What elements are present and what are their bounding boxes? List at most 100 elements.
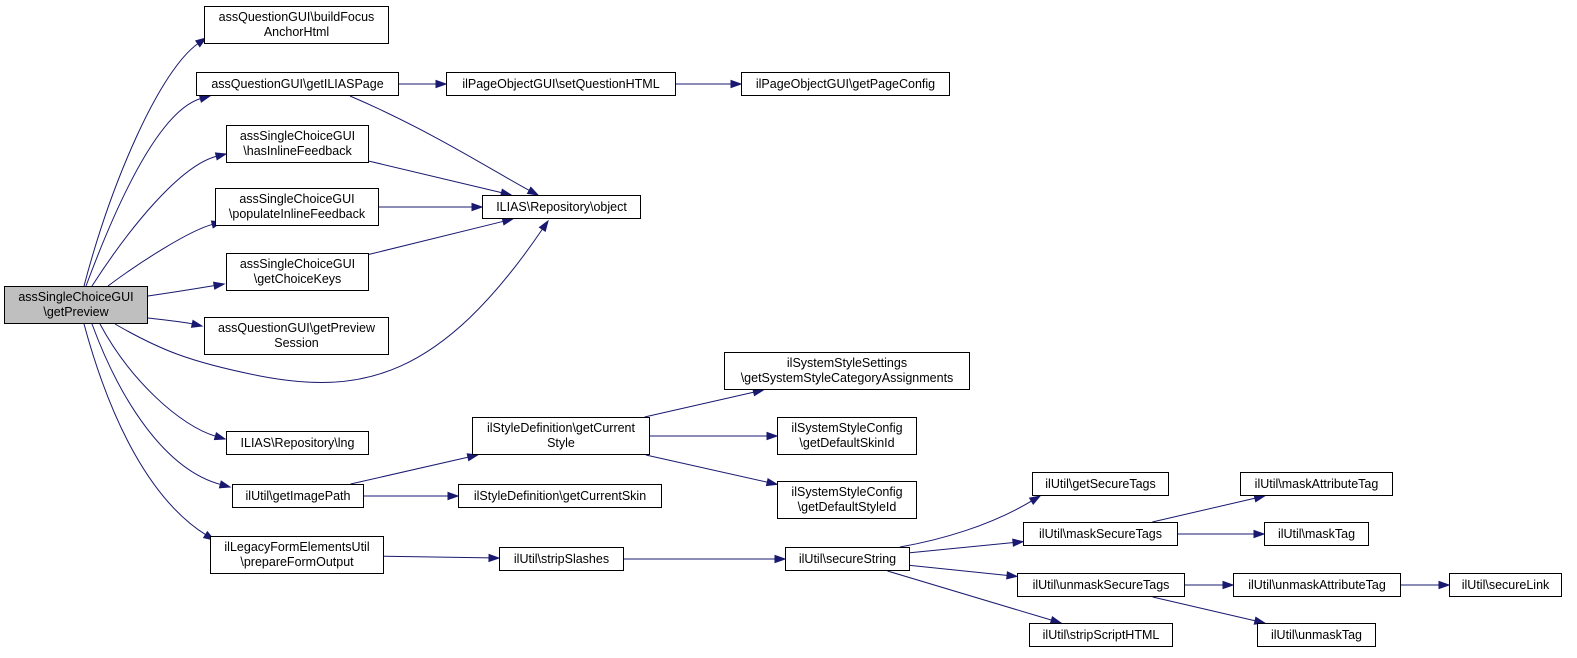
edge-has-inline-feedback-to-repo-object	[368, 160, 503, 194]
node-get-choice-keys[interactable]: assSingleChoiceGUI\getChoiceKeys	[226, 253, 369, 291]
edge-root-to-repo-object	[114, 228, 544, 383]
edge-unmask-attribute-tag-to-secure-link-arrowhead	[1438, 580, 1451, 590]
node-label-line: ilSystemStyleConfig	[791, 485, 903, 499]
edge-get-choice-keys-to-repo-object-arrowhead	[501, 217, 515, 226]
edge-root-to-repo-lng	[99, 323, 217, 437]
edge-mask-secure-tags-to-mask-tag-arrowhead	[1253, 529, 1266, 539]
edge-prepare-form-output-to-strip-slashes-arrowhead	[488, 553, 501, 563]
node-label-line: ilUtil\maskSecureTags	[1039, 526, 1162, 541]
node-mask-tag[interactable]: ilUtil\maskTag	[1264, 522, 1369, 546]
node-label-line: ilPageObjectGUI\setQuestionHTML	[462, 76, 660, 91]
node-label-line: ilUtil\getSecureTags	[1045, 476, 1156, 491]
node-label-line: AnchorHtml	[263, 25, 330, 39]
node-get-secure-tags[interactable]: ilUtil\getSecureTags	[1032, 472, 1169, 496]
edge-root-to-get-preview-session	[147, 317, 194, 325]
edge-unmask-secure-tags-to-unmask-tag	[1152, 596, 1257, 622]
node-label-line: ilLegacyFormElementsUtil	[224, 540, 370, 554]
node-strip-script-html[interactable]: ilUtil\stripScriptHTML	[1029, 623, 1173, 647]
node-label-line: ilPageObjectGUI\getPageConfig	[755, 76, 936, 91]
edge-get-current-style-to-default-skin-id-arrowhead	[766, 431, 779, 441]
node-label-line: \getPreview	[43, 305, 109, 319]
node-label-line: ilUtil\maskAttributeTag	[1254, 476, 1379, 491]
edge-root-to-populate-inline-feedback	[107, 223, 214, 287]
edge-root-to-repo-lng-arrowhead	[213, 432, 227, 441]
node-label-line: \hasInlineFeedback	[243, 144, 352, 158]
node-label-line: assQuestionGUI\buildFocus	[218, 10, 375, 24]
node-label-line: \populateInlineFeedback	[228, 207, 366, 221]
node-set-question-html[interactable]: ilPageObjectGUI\setQuestionHTML	[446, 72, 676, 96]
node-label-line: ilUtil\stripSlashes	[513, 551, 610, 566]
node-label-line: \prepareFormOutput	[240, 555, 354, 569]
edge-root-to-build-focus-arrowhead	[194, 37, 208, 48]
node-label-line: ilUtil\getImagePath	[245, 488, 351, 503]
node-label-line: assSingleChoiceGUI	[239, 257, 356, 271]
node-unmask-tag[interactable]: ilUtil\unmaskTag	[1257, 623, 1376, 647]
node-label-line: \getDefaultSkinId	[799, 436, 895, 450]
node-repo-object[interactable]: ILIAS\Repository\object	[482, 195, 641, 219]
node-label-line: ilStyleDefinition\getCurrent	[487, 421, 635, 435]
node-label-line: ilUtil\unmaskSecureTags	[1032, 577, 1170, 592]
node-secure-link[interactable]: ilUtil\secureLink	[1449, 573, 1562, 597]
node-label-line: ILIAS\Repository\lng	[240, 435, 355, 450]
node-label-line: ilUtil\stripScriptHTML	[1042, 627, 1160, 642]
edge-root-to-get-image-path-arrowhead	[218, 480, 232, 489]
node-unmask-secure-tags[interactable]: ilUtil\unmaskSecureTags	[1017, 573, 1185, 597]
node-unmask-attribute-tag[interactable]: ilUtil\unmaskAttributeTag	[1233, 573, 1401, 597]
edge-root-to-has-inline-feedback-arrowhead	[214, 152, 228, 161]
node-label-line: \getChoiceKeys	[253, 272, 342, 286]
node-secure-string[interactable]: ilUtil\secureString	[785, 547, 910, 571]
edge-get-ilias-page-to-set-question-html-arrowhead	[435, 79, 448, 89]
edge-root-to-has-inline-feedback	[91, 155, 218, 287]
edge-get-current-style-to-default-style-id-arrowhead	[765, 477, 779, 487]
node-label-line: ilUtil\unmaskAttributeTag	[1248, 577, 1386, 592]
node-label-line: assSingleChoiceGUI	[239, 129, 356, 143]
node-get-page-config[interactable]: ilPageObjectGUI\getPageConfig	[741, 72, 950, 96]
edge-root-to-get-preview-session-arrowhead	[190, 319, 204, 328]
edge-secure-string-to-unmask-secure-tags-arrowhead	[1006, 571, 1019, 580]
edge-get-ilias-page-to-repo-object	[349, 95, 531, 192]
node-default-style-id[interactable]: ilSystemStyleConfig\getDefaultStyleId	[777, 481, 917, 519]
node-label-line: ilSystemStyleConfig	[791, 421, 903, 435]
node-label-line: assQuestionGUI\getILIASPage	[211, 76, 384, 91]
node-sys-style-settings[interactable]: ilSystemStyleSettings\getSystemStyleCate…	[724, 352, 970, 390]
edge-secure-string-to-mask-secure-tags-arrowhead	[1012, 538, 1025, 547]
edge-secure-string-to-get-secure-tags-arrowhead	[1028, 495, 1042, 506]
edge-root-to-get-choice-keys	[147, 285, 216, 297]
node-default-skin-id[interactable]: ilSystemStyleConfig\getDefaultSkinId	[777, 417, 917, 455]
node-has-inline-feedback[interactable]: assSingleChoiceGUI\hasInlineFeedback	[226, 125, 369, 163]
edge-get-ilias-page-to-repo-object-arrowhead	[526, 186, 540, 196]
node-label-line: assSingleChoiceGUI	[239, 192, 355, 206]
node-label-line: ilUtil\unmaskTag	[1270, 627, 1362, 642]
edge-root-to-build-focus	[83, 42, 199, 287]
node-label-line: Style	[547, 436, 575, 450]
node-label-line: ilSystemStyleSettings	[786, 356, 908, 370]
node-mask-attribute-tag[interactable]: ilUtil\maskAttributeTag	[1240, 472, 1393, 496]
node-label-line: \getDefaultStyleId	[797, 500, 897, 514]
node-populate-inline-feedback[interactable]: assSingleChoiceGUI\populateInlineFeedbac…	[215, 188, 379, 226]
edge-root-to-get-choice-keys-arrowhead	[212, 281, 226, 290]
node-get-image-path[interactable]: ilUtil\getImagePath	[232, 484, 364, 508]
edge-root-to-get-ilias-page-arrowhead	[198, 94, 212, 103]
node-repo-lng[interactable]: ILIAS\Repository\lng	[226, 431, 369, 455]
node-label-line: ILIAS\Repository\object	[496, 199, 627, 214]
node-label-line: Session	[274, 336, 319, 350]
node-label-line: \getSystemStyleCategoryAssignments	[740, 371, 954, 385]
node-strip-slashes[interactable]: ilUtil\stripSlashes	[499, 547, 624, 571]
edge-mask-secure-tags-to-mask-attribute-tag	[1152, 497, 1257, 523]
edge-secure-string-to-get-secure-tags	[899, 500, 1033, 548]
edge-get-current-style-to-default-style-id	[645, 454, 769, 483]
node-prepare-form-output[interactable]: ilLegacyFormElementsUtil\prepareFormOutp…	[210, 536, 384, 574]
node-label-line: ilUtil\secureString	[798, 551, 897, 566]
node-get-ilias-page[interactable]: assQuestionGUI\getILIASPage	[196, 72, 399, 96]
edge-root-to-repo-object-arrowhead	[538, 219, 549, 233]
edge-get-image-path-to-get-current-skin-arrowhead	[447, 491, 460, 501]
edge-populate-inline-feedback-to-repo-object-arrowhead	[471, 202, 484, 212]
edge-secure-string-to-strip-script-html	[887, 570, 1053, 621]
node-get-current-skin[interactable]: ilStyleDefinition\getCurrentSkin	[458, 484, 662, 508]
edge-get-current-style-to-sys-style-settings	[644, 391, 755, 418]
node-label-line: ilStyleDefinition\getCurrentSkin	[473, 488, 647, 503]
node-mask-secure-tags[interactable]: ilUtil\maskSecureTags	[1023, 522, 1178, 546]
